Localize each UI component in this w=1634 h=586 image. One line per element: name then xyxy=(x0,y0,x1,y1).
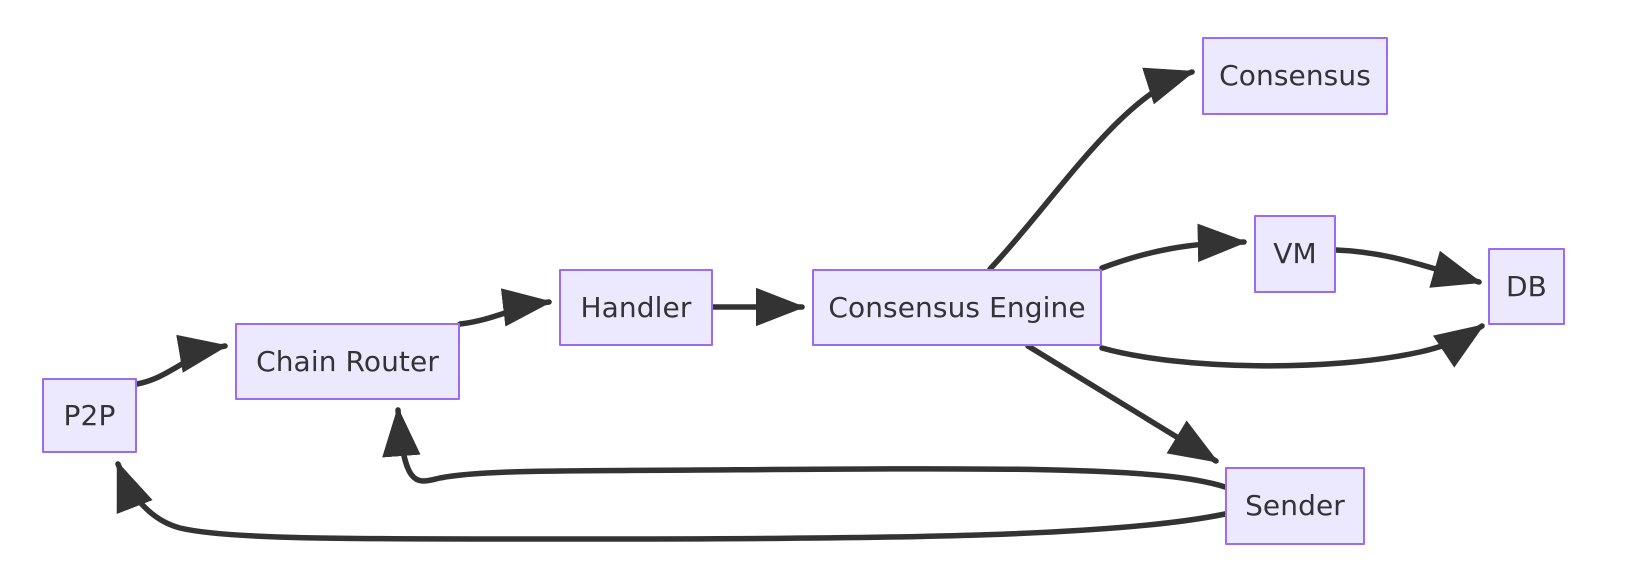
node-consensus-label: Consensus xyxy=(1219,59,1371,92)
edge-sender-to-chain-router xyxy=(382,406,1228,490)
node-p2p-label: P2P xyxy=(63,398,116,432)
node-sender-label: Sender xyxy=(1245,489,1345,522)
edge-consensus-engine-to-vm xyxy=(1099,223,1248,271)
edge-vm-to-db xyxy=(1333,247,1483,288)
node-consensus[interactable]: Consensus xyxy=(1202,37,1388,115)
node-handler[interactable]: Handler xyxy=(559,269,713,346)
edge-consensus-engine-to-consensus xyxy=(987,67,1196,272)
edge-chain-router-to-handler xyxy=(457,288,553,327)
edge-p2p-to-chain-router xyxy=(134,334,229,387)
node-vm[interactable]: VM xyxy=(1254,215,1336,293)
node-consensus-engine-label: Consensus Engine xyxy=(828,290,1086,324)
edge-sender-to-p2p xyxy=(115,460,1228,542)
node-handler-label: Handler xyxy=(580,290,692,324)
node-consensus-engine[interactable]: Consensus Engine xyxy=(812,269,1102,346)
node-chain-router-label: Chain Router xyxy=(256,344,439,378)
node-vm-label: VM xyxy=(1273,237,1317,270)
node-p2p[interactable]: P2P xyxy=(42,378,137,453)
node-sender[interactable]: Sender xyxy=(1225,467,1365,545)
node-db[interactable]: DB xyxy=(1488,248,1565,325)
node-chain-router[interactable]: Chain Router xyxy=(235,323,460,400)
edge-consensus-engine-to-sender xyxy=(1025,343,1219,464)
node-db-label: DB xyxy=(1506,269,1547,303)
edge-consensus-engine-to-db xyxy=(1099,323,1485,369)
